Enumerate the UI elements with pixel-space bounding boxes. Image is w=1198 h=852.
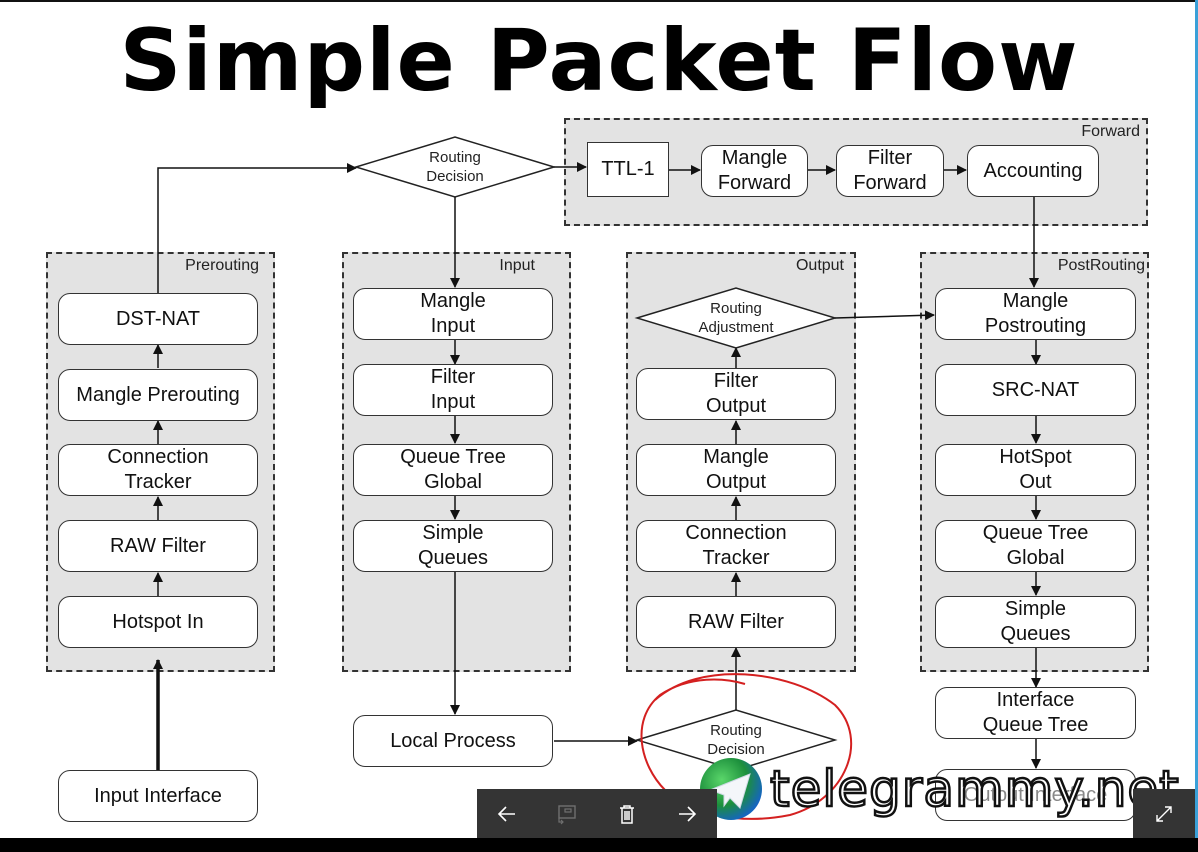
routing-adjustment-label: Routing Adjustment [698, 300, 774, 336]
node-filter-output: Filter Output [636, 368, 836, 420]
node-ttl-1: TTL-1 [587, 142, 669, 197]
group-label-forward: Forward [1081, 123, 1140, 140]
trash-icon [620, 804, 634, 824]
node-mangle-forward: Mangle Forward [701, 145, 808, 197]
diagram-title: Simple Packet Flow [119, 11, 1079, 111]
watermark: telegrammy.net [700, 758, 1180, 820]
node-src-nat: SRC-NAT [935, 364, 1136, 416]
node-dst-nat: DST-NAT [58, 293, 258, 345]
group-label-output: Output [795, 257, 844, 274]
arrow-right-icon [679, 805, 697, 822]
node-hotspot-in: Hotspot In [58, 596, 258, 648]
routing-decision-top-label: Routing Decision [426, 149, 484, 185]
node-simple-queues-input: Simple Queues [353, 520, 553, 572]
node-interface-queue-tree: Interface Queue Tree [935, 687, 1136, 739]
node-accounting: Accounting [967, 145, 1099, 197]
node-output-interface: Output Interface [935, 769, 1136, 821]
node-simple-queues-post: Simple Queues [935, 596, 1136, 648]
group-label-prerouting: Prerouting [185, 257, 259, 274]
node-local-process: Local Process [353, 715, 553, 767]
node-connection-tracker-pre: Connection Tracker [58, 444, 258, 496]
node-mangle-postrouting: Mangle Postrouting [935, 288, 1136, 340]
node-mangle-input: Mangle Input [353, 288, 553, 340]
viewer-toolbar [477, 789, 717, 838]
next-button[interactable] [667, 794, 707, 834]
node-filter-input: Filter Input [353, 364, 553, 416]
watermark-text: telegrammy.net [769, 759, 1180, 820]
right-border [1195, 0, 1198, 838]
group-label-input: Input [499, 257, 535, 274]
node-raw-filter-pre: RAW Filter [58, 520, 258, 572]
delete-button[interactable] [607, 794, 647, 834]
node-queue-tree-global-post: Queue Tree Global [935, 520, 1136, 572]
node-filter-forward: Filter Forward [836, 145, 944, 197]
expand-button[interactable] [1133, 789, 1195, 838]
node-connection-tracker-out: Connection Tracker [636, 520, 836, 572]
arrow-left-icon [497, 805, 515, 822]
bottom-border [0, 838, 1198, 852]
slideshow-button[interactable] [547, 794, 587, 834]
slideshow-icon [558, 804, 576, 824]
top-border [0, 0, 1198, 2]
node-raw-filter-out: RAW Filter [636, 596, 836, 648]
node-hotspot-out: HotSpot Out [935, 444, 1136, 496]
node-mangle-prerouting: Mangle Prerouting [58, 369, 258, 421]
expand-icon [1156, 805, 1172, 822]
routing-decision-bottom-label: Routing Decision [707, 722, 765, 758]
node-queue-tree-global-input: Queue Tree Global [353, 444, 553, 496]
node-input-interface: Input Interface [58, 770, 258, 822]
node-mangle-output: Mangle Output [636, 444, 836, 496]
group-label-postrouting: PostRouting [1057, 257, 1145, 274]
previous-button[interactable] [487, 794, 527, 834]
